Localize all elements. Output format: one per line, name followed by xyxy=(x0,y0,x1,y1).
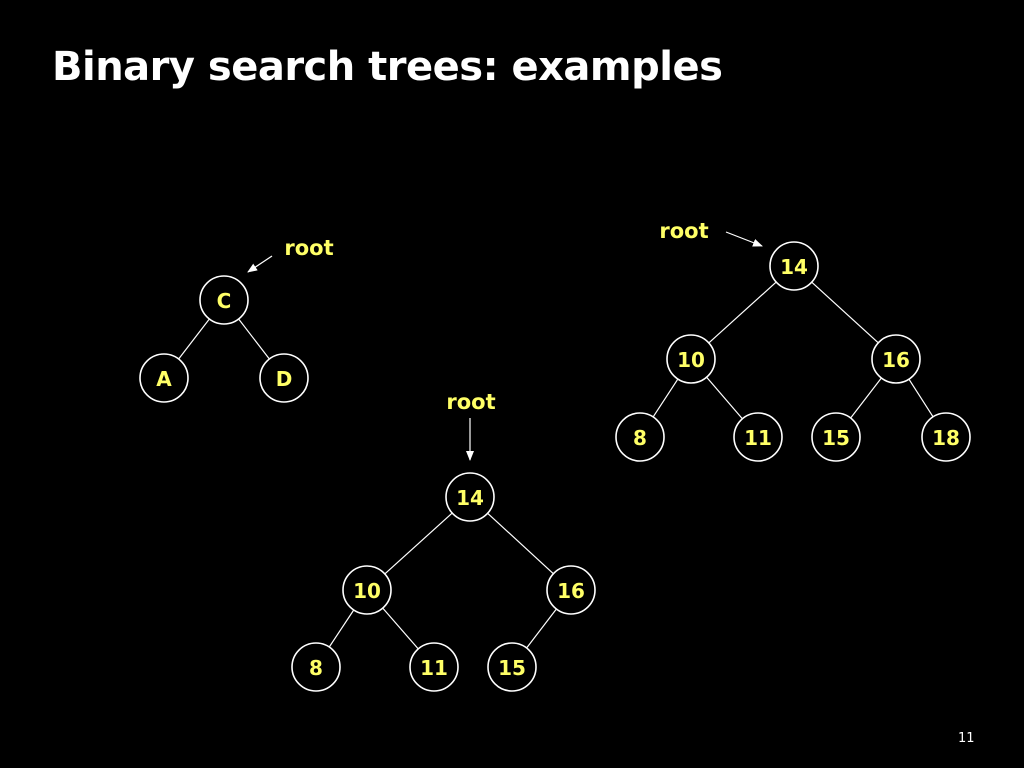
edges-layer xyxy=(178,281,934,650)
node-circle xyxy=(871,334,921,384)
node-label: 10 xyxy=(677,348,705,372)
node-label: 8 xyxy=(309,656,323,680)
node-label: 16 xyxy=(557,579,585,603)
tree-edge xyxy=(382,607,419,650)
node-label: 8 xyxy=(633,426,647,450)
tree-node-n1-c: C xyxy=(199,275,249,325)
node-circle xyxy=(259,353,309,403)
tree-node-n3-11: 11 xyxy=(733,412,783,462)
node-circle xyxy=(921,412,971,462)
node-label: A xyxy=(156,367,172,391)
node-circle xyxy=(666,334,716,384)
tree-edge xyxy=(706,376,743,420)
slide-title: Binary search trees: examples xyxy=(52,44,723,90)
node-label: 15 xyxy=(822,426,850,450)
root-arrow-icon xyxy=(247,255,273,273)
tree-edge xyxy=(652,378,679,418)
node-label: 14 xyxy=(780,255,808,279)
tree-edge xyxy=(811,281,879,344)
tree-node-n3-18: 18 xyxy=(921,412,971,462)
tree-edge xyxy=(178,318,210,360)
tree-edge xyxy=(238,318,270,360)
node-circle xyxy=(199,275,249,325)
node-circle xyxy=(409,642,459,692)
node-circle xyxy=(769,241,819,291)
node-circle xyxy=(615,412,665,462)
node-circle xyxy=(445,472,495,522)
tree-edge xyxy=(908,378,934,418)
tree-node-n2-15: 15 xyxy=(487,642,537,692)
node-label: 11 xyxy=(744,426,772,450)
node-circle xyxy=(342,565,392,615)
node-label: 11 xyxy=(420,656,448,680)
tree-edge xyxy=(708,281,777,344)
root-labels: root root root xyxy=(284,219,708,414)
page-number: 11 xyxy=(958,731,975,746)
root-label: root xyxy=(659,219,708,243)
node-label: C xyxy=(217,289,232,313)
root-arrow-icon xyxy=(725,231,763,247)
tree-node-n2-16: 16 xyxy=(546,565,596,615)
node-circle xyxy=(546,565,596,615)
node-circle xyxy=(291,642,341,692)
tree-node-n1-d: D xyxy=(259,353,309,403)
node-circle xyxy=(487,642,537,692)
node-label: 15 xyxy=(498,656,526,680)
node-label: 16 xyxy=(882,348,910,372)
tree-edge xyxy=(384,512,453,575)
tree-node-n3-14: 14 xyxy=(769,241,819,291)
tree-edge xyxy=(850,377,882,419)
tree-node-n3-10: 10 xyxy=(666,334,716,384)
tree-node-n3-16: 16 xyxy=(871,334,921,384)
tree-node-n3-8: 8 xyxy=(615,412,665,462)
node-label: 14 xyxy=(456,486,484,510)
node-circle xyxy=(139,353,189,403)
node-label: 10 xyxy=(353,579,381,603)
tree-node-n2-10: 10 xyxy=(342,565,392,615)
tree-node-n2-14: 14 xyxy=(445,472,495,522)
tree-node-n2-11: 11 xyxy=(409,642,459,692)
tree-node-n1-a: A xyxy=(139,353,189,403)
root-label: root xyxy=(446,390,495,414)
nodes-layer: C A D 14 10 16 8 11 15 14 10 16 8 11 15 18 xyxy=(139,241,971,692)
tree-node-n2-8: 8 xyxy=(291,642,341,692)
tree-edge xyxy=(526,608,557,649)
tree-node-n3-15: 15 xyxy=(811,412,861,462)
node-circle xyxy=(811,412,861,462)
node-label: D xyxy=(276,367,293,391)
root-pointers xyxy=(247,231,763,461)
root-label: root xyxy=(284,236,333,260)
tree-edge xyxy=(487,512,554,575)
node-circle xyxy=(733,412,783,462)
tree-edge xyxy=(328,609,355,648)
node-label: 18 xyxy=(932,426,960,450)
